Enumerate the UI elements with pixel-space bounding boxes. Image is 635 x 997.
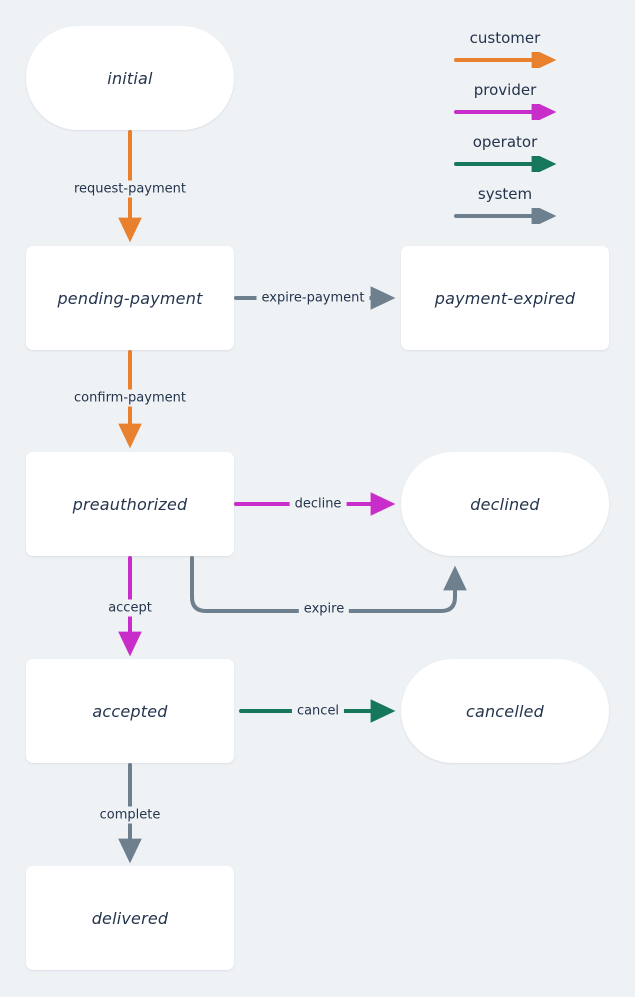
state-node-label: preauthorized xyxy=(72,494,188,514)
state-node-declined[interactable]: declined xyxy=(401,452,609,556)
state-node-delivered[interactable]: delivered xyxy=(26,866,234,970)
legend-item-operator: operator xyxy=(440,132,570,184)
legend-arrow-customer xyxy=(440,52,570,68)
edge-label-expire: expire xyxy=(298,600,350,618)
edge-label-expire-payment: expire-payment xyxy=(256,289,370,307)
state-node-label: payment-expired xyxy=(434,288,576,308)
edge-label-accept: accept xyxy=(103,599,157,617)
state-node-label: pending-payment xyxy=(57,288,203,308)
edge-label-decline: decline xyxy=(289,495,347,513)
legend-item-customer: customer xyxy=(440,28,570,80)
edge-label-cancel: cancel xyxy=(291,702,345,720)
state-node-accepted[interactable]: accepted xyxy=(26,659,234,763)
edge-label-complete: complete xyxy=(94,806,166,824)
state-node-initial[interactable]: initial xyxy=(26,26,234,130)
edge-label-confirm-payment: confirm-payment xyxy=(69,389,191,407)
state-node-payment-expired[interactable]: payment-expired xyxy=(401,246,609,350)
legend-item-provider: provider xyxy=(440,80,570,132)
legend-arrow-system xyxy=(440,208,570,224)
legend-label-operator: operator xyxy=(472,133,538,151)
state-node-preauthorized[interactable]: preauthorized xyxy=(26,452,234,556)
actor-legend: customer provider operator xyxy=(440,28,570,236)
state-node-pending-payment[interactable]: pending-payment xyxy=(26,246,234,350)
state-node-cancelled[interactable]: cancelled xyxy=(401,659,609,763)
state-node-label: initial xyxy=(107,68,153,88)
legend-item-system: system xyxy=(440,184,570,236)
legend-label-customer: customer xyxy=(469,29,541,47)
legend-label-provider: provider xyxy=(473,81,537,99)
legend-arrow-operator xyxy=(440,156,570,172)
legend-label-system: system xyxy=(477,185,533,203)
edge-label-request-payment: request-payment xyxy=(68,180,192,198)
state-node-label: declined xyxy=(470,494,540,514)
state-node-label: accepted xyxy=(92,701,168,721)
state-node-label: cancelled xyxy=(465,701,545,721)
legend-arrow-provider xyxy=(440,104,570,120)
state-node-label: delivered xyxy=(91,908,169,928)
